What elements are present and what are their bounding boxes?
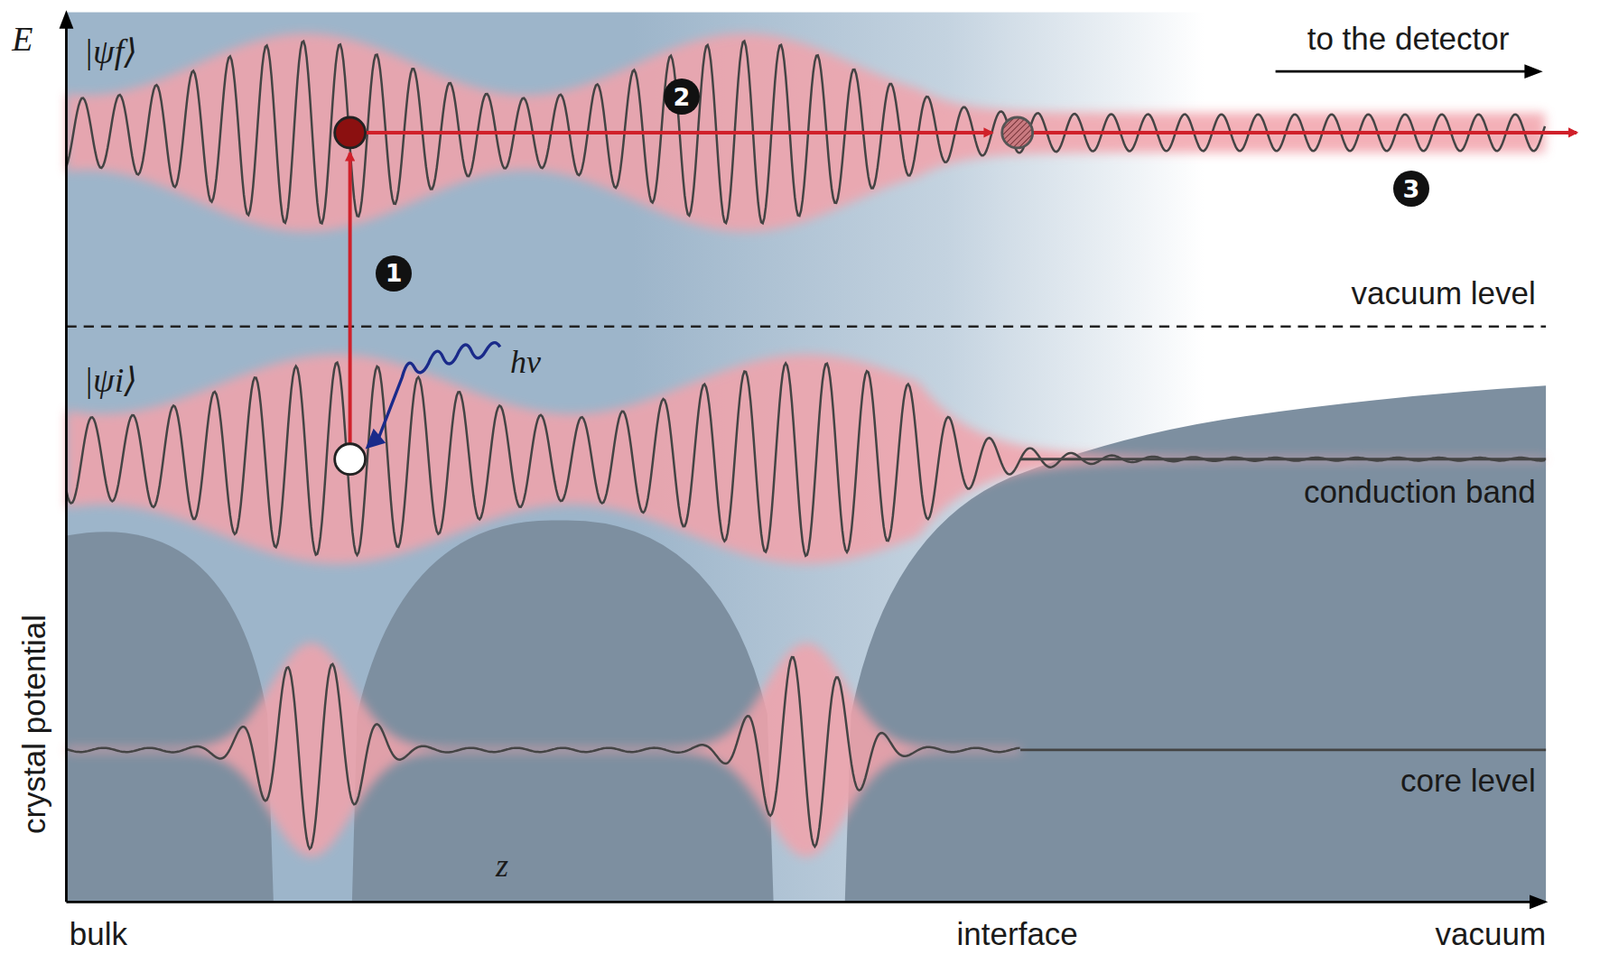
- math-label: |ψf⟩: [83, 34, 138, 69]
- math-label: E: [11, 21, 33, 56]
- callout-number: 1: [375, 255, 412, 292]
- text-label: to the detector: [1307, 22, 1510, 55]
- hole: [334, 444, 366, 475]
- core-level-wave-envelope: [65, 642, 1020, 857]
- core-level-line: [1020, 748, 1546, 752]
- math-label: z: [495, 849, 509, 883]
- axis-title: crystal potential: [18, 614, 50, 835]
- excited-electron: [334, 117, 366, 149]
- conduction-band-line: [1020, 457, 1546, 461]
- wavefunctions: [65, 33, 1545, 857]
- text-label: conduction band: [1303, 475, 1536, 508]
- callout-number: 3: [1393, 170, 1430, 207]
- text-label: core level: [1400, 764, 1536, 797]
- transition-arrows: [350, 132, 1577, 460]
- vacuum-level-line: [65, 325, 1546, 328]
- text-label: vacuum: [1435, 918, 1547, 950]
- math-label: |ψi⟩: [83, 362, 138, 398]
- text-label: vacuum level: [1351, 277, 1536, 309]
- escaping-electron: [1002, 117, 1033, 149]
- background: [65, 12, 1546, 903]
- text-label: interface: [957, 918, 1079, 950]
- math-label: hν: [510, 345, 541, 379]
- axes: [59, 9, 1549, 910]
- detector-arrow: [1275, 64, 1544, 79]
- photon-head: [365, 428, 387, 450]
- core-level-wave: [65, 657, 1020, 849]
- text-label: bulk: [69, 918, 128, 950]
- photon: [377, 343, 501, 442]
